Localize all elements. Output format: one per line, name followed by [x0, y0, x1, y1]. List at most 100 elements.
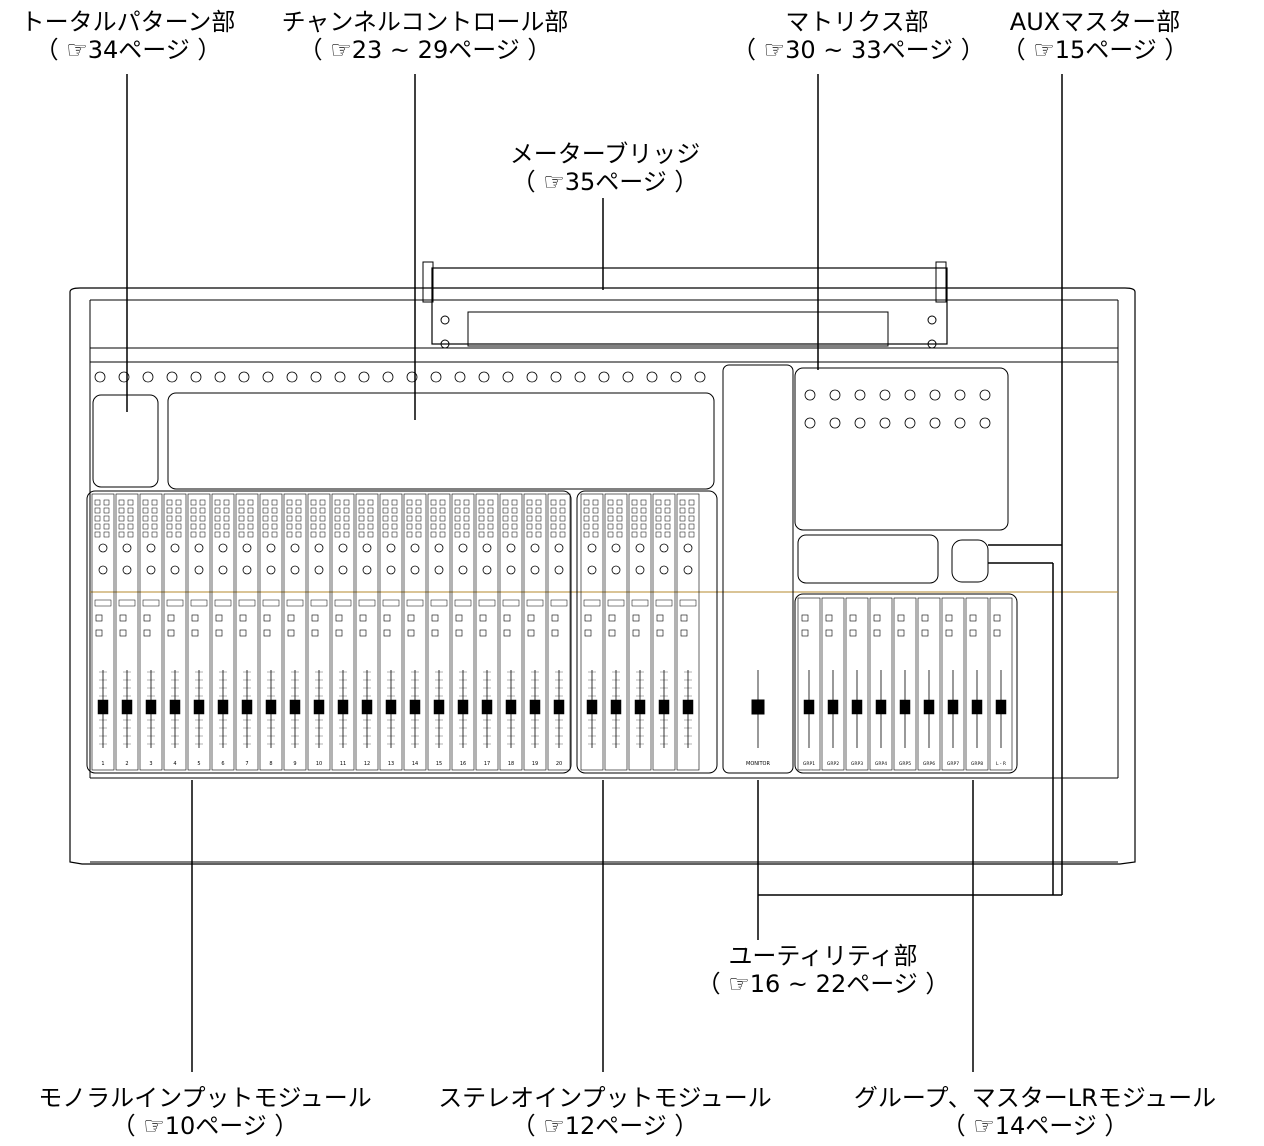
button-icon	[151, 531, 158, 538]
button-icon	[287, 614, 295, 622]
button-icon	[430, 599, 448, 607]
button-icon	[454, 515, 461, 522]
button-icon	[550, 523, 557, 530]
button-icon	[680, 614, 688, 622]
fader-cap	[385, 699, 397, 715]
knob-icon	[611, 565, 621, 575]
button-icon	[592, 531, 599, 538]
button-icon	[127, 515, 134, 522]
button-icon	[343, 523, 350, 530]
button-icon	[262, 499, 269, 506]
button-icon	[801, 614, 809, 622]
button-icon	[190, 531, 197, 538]
button-icon	[382, 523, 389, 530]
button-icon	[175, 515, 182, 522]
button-icon	[358, 499, 365, 506]
button-icon	[551, 629, 559, 637]
callout-title: メーターブリッジ	[509, 140, 701, 168]
mono-channel-strip	[115, 493, 139, 771]
button-icon	[616, 499, 623, 506]
mono-channel-strip	[427, 493, 451, 771]
knob-icon	[979, 417, 991, 429]
button-icon	[262, 515, 269, 522]
button-icon	[103, 499, 110, 506]
channel-label: 1	[101, 761, 104, 767]
button-icon	[526, 523, 533, 530]
button-icon	[430, 515, 437, 522]
callout-page: （ ☞30 ~ 33ページ ）	[732, 36, 985, 64]
button-icon	[103, 507, 110, 514]
button-icon	[142, 507, 149, 514]
button-icon	[801, 629, 809, 637]
callout-title: AUXマスター部	[1009, 8, 1181, 36]
fader-cap	[827, 699, 839, 715]
button-icon	[359, 629, 367, 637]
fader-cap	[193, 699, 205, 715]
button-icon	[559, 515, 566, 522]
button-icon	[239, 614, 247, 622]
fader-cap	[97, 699, 109, 715]
knob-icon	[694, 371, 706, 383]
group-channel-label: GRP6	[923, 761, 935, 767]
fader-cap	[505, 699, 517, 715]
callout-page: （ ☞34ページ ）	[34, 36, 222, 64]
button-icon	[247, 523, 254, 530]
aux-master-section	[797, 534, 989, 584]
button-icon	[688, 515, 695, 522]
button-icon	[592, 515, 599, 522]
button-icon	[584, 614, 592, 622]
button-icon	[319, 523, 326, 530]
button-icon	[679, 531, 686, 538]
knob-icon	[214, 371, 226, 383]
button-icon	[367, 499, 374, 506]
knob-icon	[550, 371, 562, 383]
button-icon	[118, 523, 125, 530]
button-icon	[247, 507, 254, 514]
button-icon	[143, 629, 151, 637]
knob-icon	[386, 543, 396, 553]
knob-icon	[904, 417, 916, 429]
knob-icon	[622, 371, 634, 383]
button-icon	[118, 531, 125, 538]
button-icon	[406, 531, 413, 538]
mono-channel-strip	[379, 493, 403, 771]
mono-channel-strip	[187, 493, 211, 771]
button-icon	[310, 599, 328, 607]
knob-icon	[146, 543, 156, 553]
button-icon	[478, 499, 485, 506]
button-icon	[439, 499, 446, 506]
button-icon	[247, 515, 254, 522]
button-icon	[358, 523, 365, 530]
button-icon	[487, 531, 494, 538]
fader-cap	[145, 699, 157, 715]
button-icon	[583, 599, 601, 607]
knob-icon	[242, 565, 252, 575]
button-icon	[526, 515, 533, 522]
channel-label: 20	[556, 761, 562, 767]
knob-icon	[454, 371, 466, 383]
button-icon	[631, 515, 638, 522]
button-icon	[583, 523, 590, 530]
button-icon	[358, 507, 365, 514]
button-icon	[166, 499, 173, 506]
fader-cap	[457, 699, 469, 715]
button-icon	[190, 499, 197, 506]
button-icon	[454, 507, 461, 514]
monitor-label: MONITOR	[746, 761, 770, 767]
button-icon	[335, 614, 343, 622]
button-icon	[526, 599, 544, 607]
button-icon	[127, 507, 134, 514]
button-icon	[454, 531, 461, 538]
button-icon	[415, 507, 422, 514]
button-icon	[199, 523, 206, 530]
knob-icon	[266, 565, 276, 575]
button-icon	[430, 531, 437, 538]
button-icon	[407, 629, 415, 637]
fader-cap	[409, 699, 421, 715]
button-icon	[479, 614, 487, 622]
button-icon	[319, 515, 326, 522]
fader-cap	[751, 699, 765, 715]
button-icon	[527, 629, 535, 637]
button-icon	[94, 499, 101, 506]
